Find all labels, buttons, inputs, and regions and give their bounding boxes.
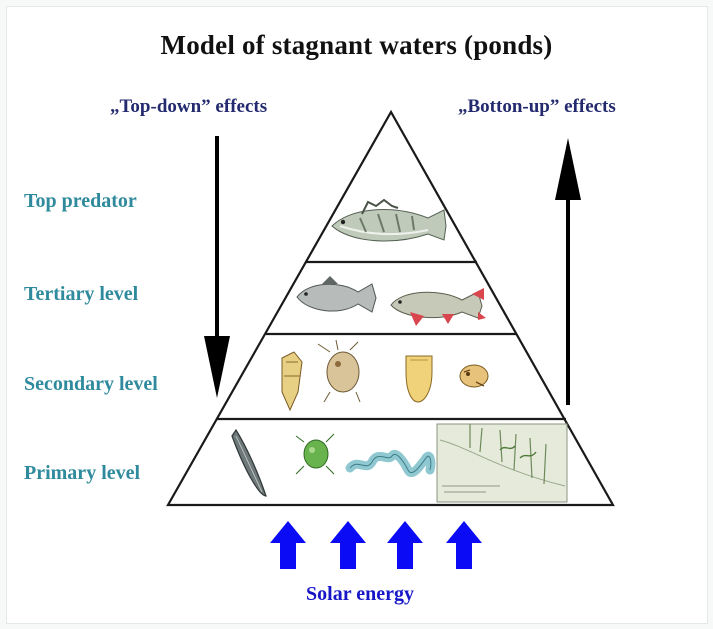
aquatic-plants-drawing-icon [436,423,568,503]
up-arrow-icon [555,138,581,405]
blue-up-arrow-icon [270,521,482,569]
level-label-top-predator: Top predator [24,190,137,212]
pyramid-outline [166,109,615,507]
pyramid [166,109,615,507]
bream-fish-icon [296,276,377,313]
down-arrow-icon [204,136,230,398]
rotifer-icon [281,351,303,412]
solar-energy-label: Solar energy [306,583,414,605]
level-label-tertiary: Tertiary level [24,283,139,305]
green-alga-icon [295,433,335,475]
level-label-secondary: Secondary level [24,373,158,395]
testate-amoeba-icon [405,355,433,403]
top-down-label: „Top-down” effects [110,96,268,117]
rudd-fish-icon [390,288,486,326]
bottom-up-label: „Botton-up” effects [458,96,616,117]
zander-fish-icon [331,198,447,242]
diatom-icon [231,428,267,497]
level-label-primary: Primary level [24,462,141,484]
copepod-icon [317,339,361,403]
diagram-title: Model of stagnant waters (ponds) [160,30,553,60]
filamentous-alga-icon [345,450,436,477]
cladoceran-icon [459,364,489,388]
